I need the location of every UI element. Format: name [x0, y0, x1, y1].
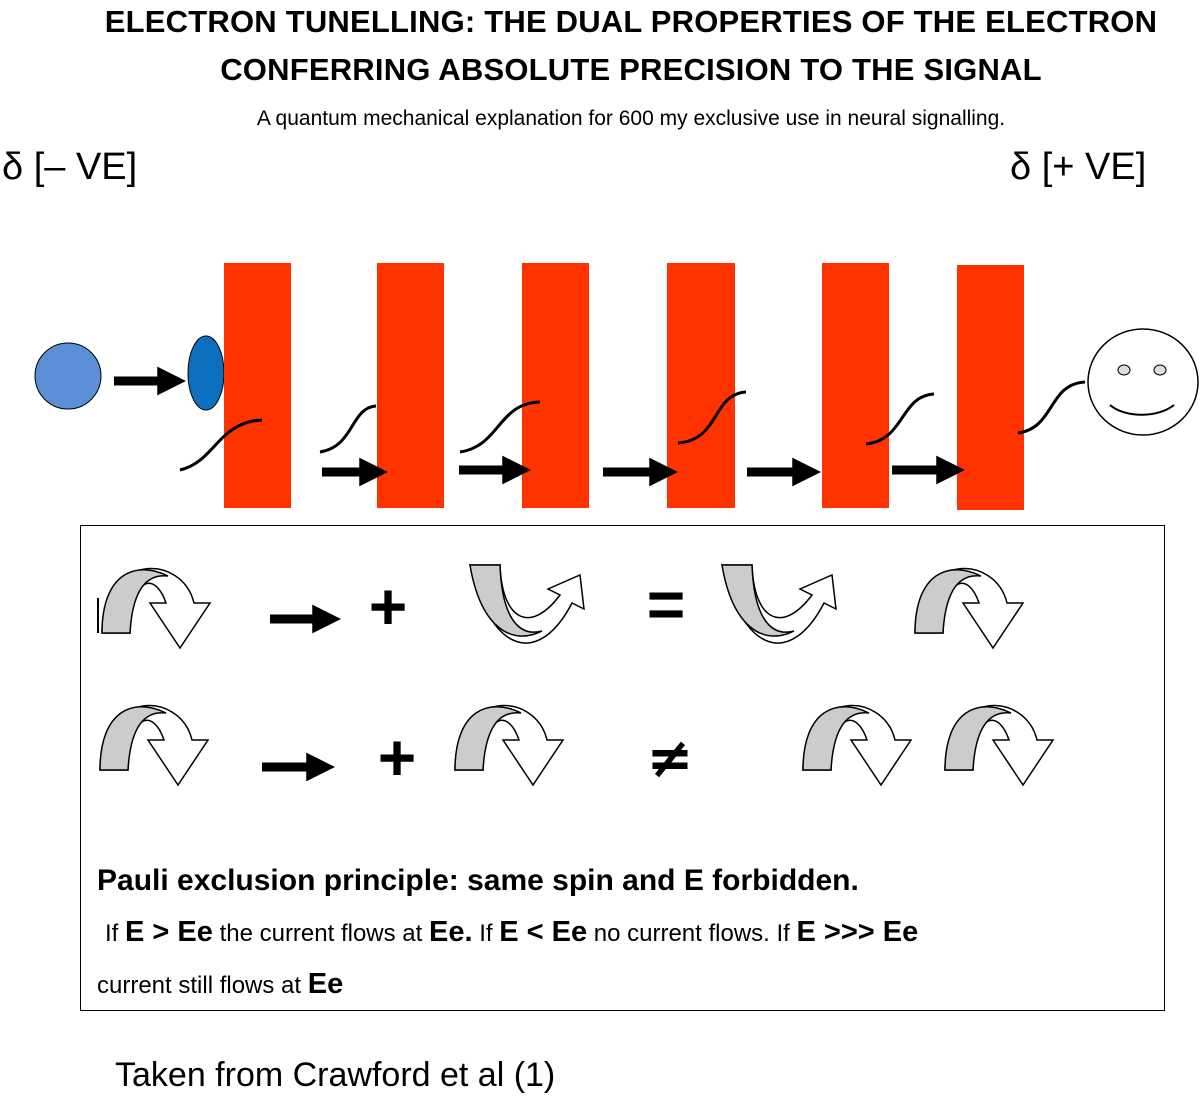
barrier-2: [377, 263, 444, 508]
wave-squiggles: [179, 380, 1086, 472]
condition-text: the current flows at: [219, 920, 423, 947]
spin-panel: [80, 525, 1165, 1011]
if-word: If: [479, 920, 493, 947]
title-line-2: CONFERRING ABSOLUTE PRECISION TO THE SIG…: [220, 52, 1042, 87]
title-line-1: ELECTRON TUNELLING: THE DUAL PROPERTIES …: [104, 4, 1158, 39]
plus-operator: +: [378, 720, 417, 794]
condition-text: current still flows at: [97, 972, 302, 999]
equals-operator: =: [647, 567, 686, 641]
subtitle: A quantum mechanical explanation for 600…: [256, 107, 1006, 130]
spin-down-arrow-icon: [914, 567, 1024, 649]
condition-greater: E > Ee: [125, 916, 213, 948]
condition-text: no current flows.: [593, 920, 770, 947]
barrier-6: [957, 265, 1024, 510]
condition-less: E < Ee: [499, 916, 588, 948]
electron-at-barrier: [187, 335, 225, 411]
condition-much-greater: E >>> Ee: [796, 916, 919, 948]
energy-value: Ee.: [429, 916, 473, 948]
not-equal-operator: ≠: [647, 726, 694, 791]
spin-down-arrow-icon: [101, 567, 211, 649]
spin-down-arrow-icon: [99, 704, 209, 786]
if-word: If: [105, 920, 119, 947]
spin-up-arrow-icon: [721, 564, 837, 644]
barrier-1: [224, 263, 291, 508]
spin-up-arrow-icon: [469, 564, 585, 644]
tunnel-arrows: [322, 455, 966, 487]
barrier-4: [667, 263, 735, 508]
spin-down-arrow-icon: [454, 704, 564, 786]
barrier-5: [822, 263, 889, 508]
pauli-principle-heading: Pauli exclusion principle: same spin and…: [97, 864, 859, 897]
positive-pole-label: δ [+ VE]: [1010, 146, 1147, 188]
spin-down-arrow-icon: [944, 704, 1054, 786]
condition-line-2: current still flows at Ee: [97, 970, 343, 999]
if-word: If: [776, 920, 790, 947]
plus-operator: +: [369, 569, 408, 643]
energy-value: Ee: [307, 968, 344, 1000]
source-citation: Taken from Crawford et al (1): [115, 1056, 556, 1094]
smiley-face-icon: [1087, 328, 1199, 436]
spin-down-arrow-icon: [802, 704, 912, 786]
condition-line-1: If E > Ee the current flows at Ee. If E …: [105, 918, 918, 947]
electron-particle: [34, 342, 102, 410]
negative-pole-label: δ [– VE]: [2, 146, 138, 188]
barrier-3: [522, 263, 589, 508]
